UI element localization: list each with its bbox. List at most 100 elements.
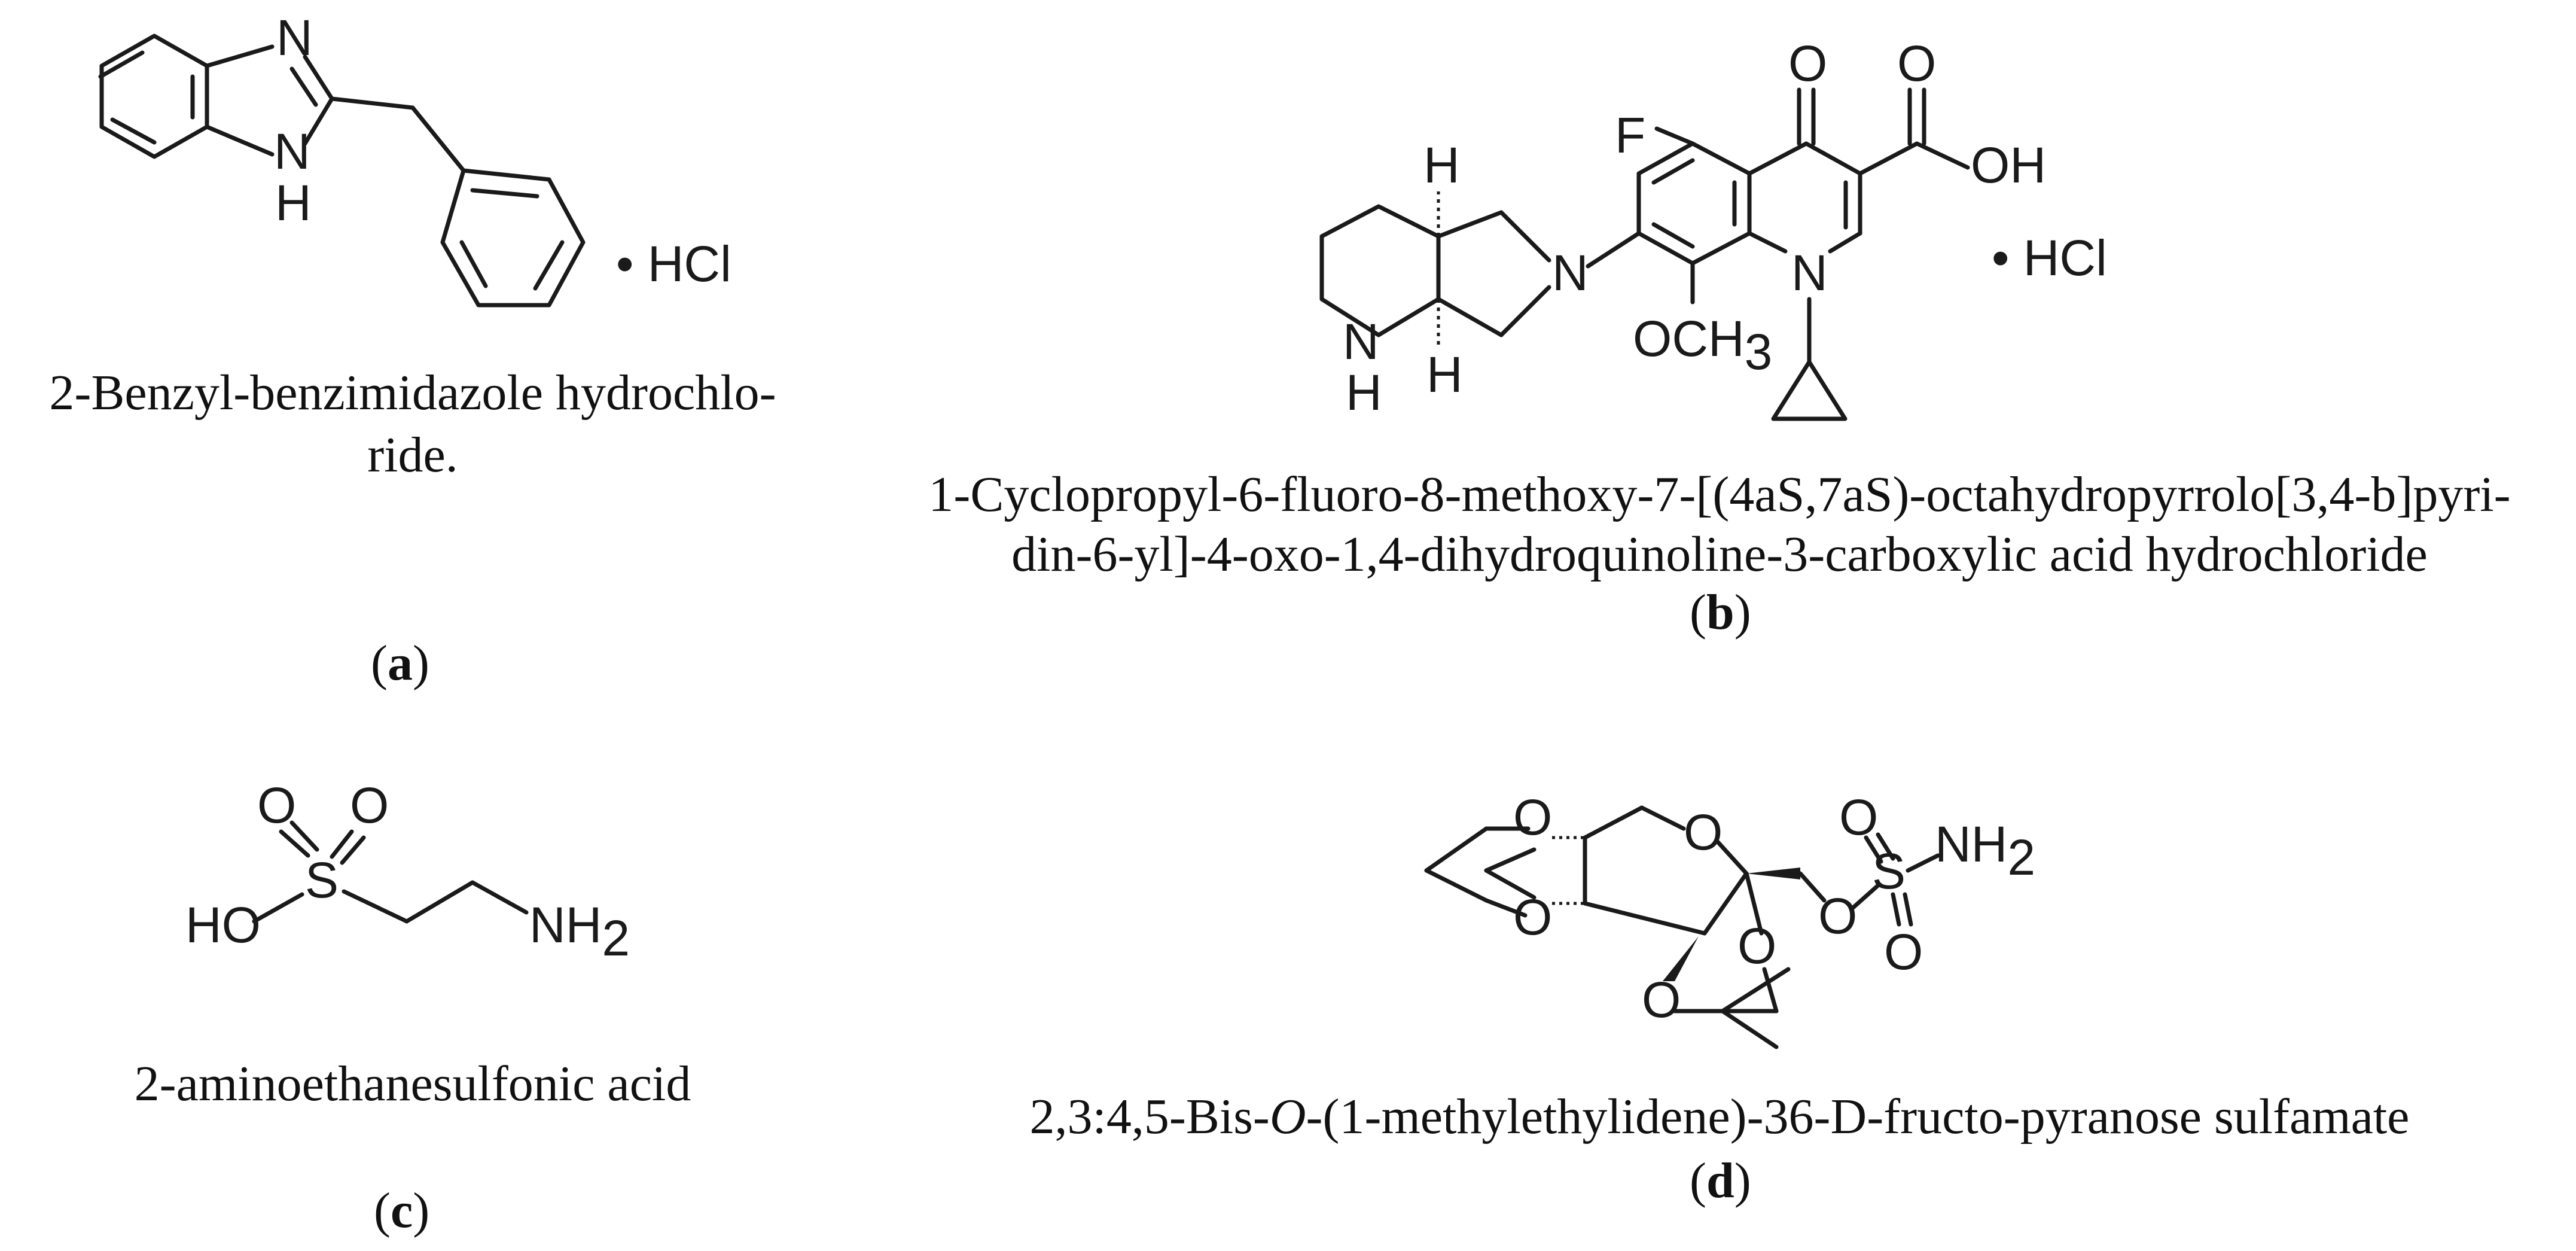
bond [1499,210,1551,263]
double-bond [459,240,488,288]
structure-a-benzylbenzimidazole: N N H • HCl [98,10,731,308]
atom-n: N [1343,313,1379,370]
caption-d: 2,3:4,5-Bis-O-(1-methylethylidene)-36-D-… [1029,1089,2410,1145]
double-bond [98,50,145,79]
bond [1499,285,1551,337]
bond [410,105,466,173]
bond [303,54,334,101]
bond [303,96,334,146]
atom-o: O [1642,972,1681,1028]
bond [1720,1009,1779,1049]
bond [1583,901,1707,936]
label-a: (a) [371,635,429,691]
bond [1720,967,1791,1013]
bond [205,44,275,68]
caption-c: 2-aminoethanesulfonic acid [134,1056,691,1112]
bond [1906,853,1940,873]
atom-h: H [1346,364,1382,421]
atom-o: O [1839,789,1878,845]
atom-n: N [276,10,313,66]
bond [1583,805,1644,840]
bond [1654,126,1695,146]
atom-nh2: NH2 [529,897,630,966]
atom-n: N [1552,245,1589,301]
label-c: (c) [374,1183,430,1238]
bond [1747,141,1809,176]
label-d: (d) [1690,1153,1751,1209]
bond [1424,826,1489,873]
double-bond [1876,832,1895,861]
atom-n: N [1791,245,1828,301]
bond [470,880,529,915]
atom-o: O [1513,889,1552,945]
bond [1804,141,1862,176]
bond [342,889,409,924]
bond [1436,210,1504,239]
atom-oh: OH [1971,137,2046,193]
double-bond [1651,222,1695,249]
atom-o: O [1897,35,1936,92]
bond [1849,883,1880,912]
bond [1639,805,1686,831]
atom-o: O [1884,924,1923,980]
label-b: (b) [1690,585,1751,640]
atom-och3: OCH3 [1633,311,1772,380]
caption-a-line1: 2-Benzyl-benzimidazole hydrochlo- [49,365,776,421]
bond [1702,871,1749,936]
bond [1915,141,1970,170]
bond [1484,898,1528,918]
bond [252,892,304,924]
bond [205,124,275,157]
bond [330,96,415,110]
atom-o: O [1788,35,1827,92]
bond [1858,141,1919,176]
atom-o: O [1513,789,1552,845]
atom-o: O [1684,804,1723,860]
bond [1828,231,1862,254]
atom-f: F [1615,107,1645,163]
bond [1747,231,1788,254]
bond [1798,871,1827,903]
double-bond [330,829,354,859]
double-bond [470,188,539,199]
salt-hcl: • HCl [1992,230,2107,286]
bond [1586,231,1641,269]
caption-a-line2: ride. [367,427,458,483]
bond [1714,838,1749,876]
structure-c-taurine: O O S HO NH2 [185,777,630,966]
wedge-bond [1746,868,1800,879]
bond [1436,297,1504,337]
atom-o: O [1818,888,1857,944]
atom-o: O [1737,918,1776,974]
bond [1484,847,1537,873]
atom-h: H [1423,137,1460,193]
bond [1744,871,1764,936]
wedge-bond [1663,936,1699,981]
atom-n: N [274,123,310,179]
bond [1424,868,1489,903]
structure-d-topiramate: O O O O S O O NH2 O O [1424,789,2035,1049]
double-bond [279,829,310,858]
atom-s: S [305,852,339,908]
double-bond [1903,892,1913,927]
double-bond [1891,892,1901,927]
atom-ho: HO [185,897,261,953]
structure-b-moxifloxacin: H H N H N O O OH F N [1319,35,2107,421]
double-bond [1864,835,1883,864]
phenyl-ring-a [440,168,586,308]
atom-h: H [275,175,312,231]
bond [1484,868,1537,900]
double-bond [110,117,157,145]
cyclopropyl-ring [1771,360,1848,421]
caption-b-line1: 1-Cyclopropyl-6-fluoro-8-methoxy-7-[(4aS… [928,467,2511,522]
caption-b-line2: din-6-yl]-4-oxo-1,4-dihydroquinoline-3-c… [1011,526,2428,582]
double-bond [289,820,319,852]
atom-o: O [257,777,296,833]
double-bond [1651,158,1695,185]
double-bond [340,835,366,865]
atom-o: O [350,777,389,833]
bond [1762,967,1779,1013]
salt-hcl: • HCl [616,236,731,292]
atom-h: H [1426,346,1463,403]
double-bond [533,240,565,291]
